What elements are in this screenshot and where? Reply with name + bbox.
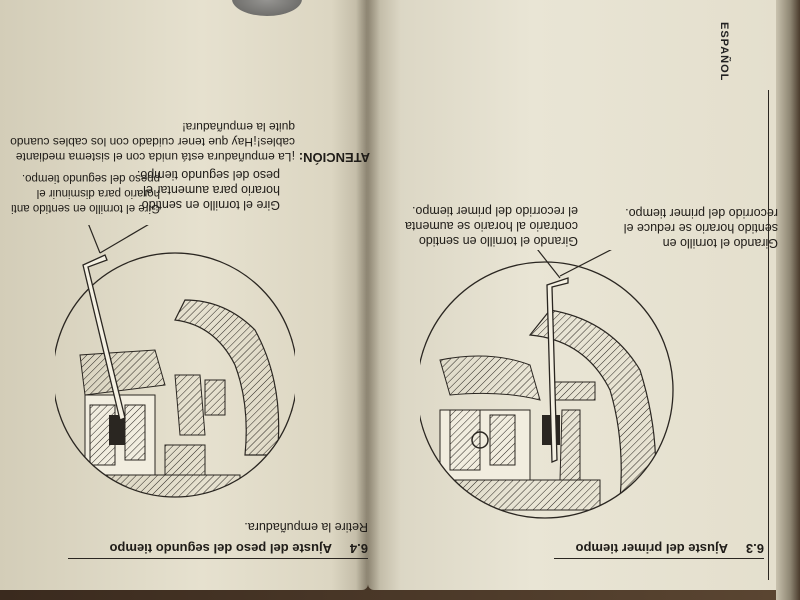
- section-64-rule: [68, 558, 368, 559]
- callout-line: Girando el tornillo en sentido: [418, 234, 578, 248]
- mechanism-diagram-64: [55, 225, 295, 498]
- section-63-rule: [554, 558, 764, 559]
- section-64-number: 6.4: [349, 541, 368, 556]
- section-64-title: Ajuste del peso del segundo tiempo: [109, 541, 332, 556]
- warning-line: cables!¡Hay que tener cuidado con los ca…: [10, 135, 295, 149]
- section-63-callout-right: Girando el tornillo en sentido contrario…: [405, 203, 578, 248]
- thumb-shadow: [232, 0, 302, 16]
- callout-line: contrario al horario se aumenta: [404, 219, 578, 233]
- callout-line: recorrido del primer tiempo.: [625, 206, 778, 220]
- section-63-callout-left: Girando el tornillo en sentido horario s…: [624, 205, 778, 250]
- callout-line: el recorrido del primer tiempo.: [411, 204, 578, 218]
- callout-line: Gire el tornillo en sentido anti: [11, 202, 160, 214]
- section-64-warning: ATENCIÓN: ¡La empuñadura está unida con …: [10, 119, 370, 165]
- section-63-number: 6.3: [745, 541, 764, 556]
- section-64-callout-right: Gire el tornillo en sentido anti horario…: [11, 170, 160, 215]
- callout-line: horario para disminuir el: [36, 187, 160, 199]
- warning-label: ATENCIÓN:: [298, 150, 370, 165]
- margin-rule: [768, 90, 769, 580]
- callout-line: sentido horario se reduce el: [623, 221, 778, 235]
- section-64-intro: Retire la empuñadura.: [244, 520, 368, 534]
- callout-line: Girando el tornillo en: [662, 236, 778, 250]
- warning-line: ¡La empuñadura está unida con el sistema…: [15, 150, 296, 164]
- section-63-title: Ajuste del primer tiempo: [575, 541, 728, 556]
- book-gutter: [356, 0, 380, 590]
- mechanism-diagram-63: [420, 250, 674, 519]
- callout-line: ppeso del segundo tiempo.: [21, 172, 160, 184]
- page-edges: [776, 0, 800, 600]
- warning-line: quite la empuñadura!: [182, 120, 295, 134]
